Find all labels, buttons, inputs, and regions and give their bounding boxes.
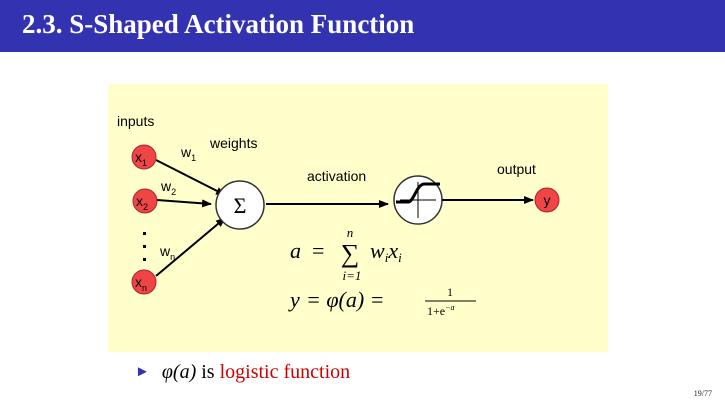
activation-node [393,175,443,225]
arrow-xn-to-sum [155,217,226,277]
svg-text:i=1: i=1 [343,268,362,283]
page-number: 19/77 [693,389,712,398]
svg-text:n: n [347,225,354,240]
bullet-item: ► φ(a) is logistic function [135,361,350,384]
formula-a: a = n ∑ i=1 wixi [290,225,402,283]
svg-text:y: y [544,192,551,208]
weights-label: weights [209,135,257,151]
activation-label: activation [307,168,366,184]
svg-text:xn: xn [135,274,147,293]
output-label: output [497,161,536,177]
svg-text:y: y [288,287,300,312]
ellipsis-dots [143,232,146,261]
weight-w1: w1 [180,144,196,163]
svg-text:x1: x1 [135,149,147,168]
input-node-x2: x2 [132,188,158,214]
svg-text:Σ: Σ [234,193,247,218]
bullet-highlight: logistic function [219,361,351,383]
arrow-x2-to-sum [156,199,212,208]
bullet-phi: φ(a) [161,361,197,383]
summation-node: Σ [215,180,265,230]
slide-title-bar: 2.3. S-Shaped Activation Function [0,0,725,52]
svg-text:1: 1 [447,285,453,299]
input-node-xn: xn [131,269,157,295]
svg-text:1+e−a: 1+e−a [427,303,455,318]
svg-text:wixi: wixi [370,238,402,265]
figure-panel [108,84,608,352]
svg-text:a: a [290,238,301,263]
input-node-x1: x1 [131,144,157,170]
bullet-text: is [196,361,220,383]
svg-text:∑: ∑ [341,239,360,268]
weight-wn: wn [159,243,175,262]
arrow-x1-to-sum [155,159,226,196]
inputs-label: inputs [117,113,154,129]
svg-text:=: = [312,238,324,263]
formula-y: y = φ(a) = 1 1+e−a [288,285,476,318]
svg-text:x2: x2 [136,193,148,212]
slide-title: 2.3. S-Shaped Activation Function [22,9,415,39]
output-node-y: y [534,187,560,213]
bullet-marker-icon: ► [135,364,150,380]
weight-w2: w2 [160,178,176,197]
sigmoid-curve [396,182,440,204]
svg-text:= φ(a) =: = φ(a) = [306,287,385,312]
